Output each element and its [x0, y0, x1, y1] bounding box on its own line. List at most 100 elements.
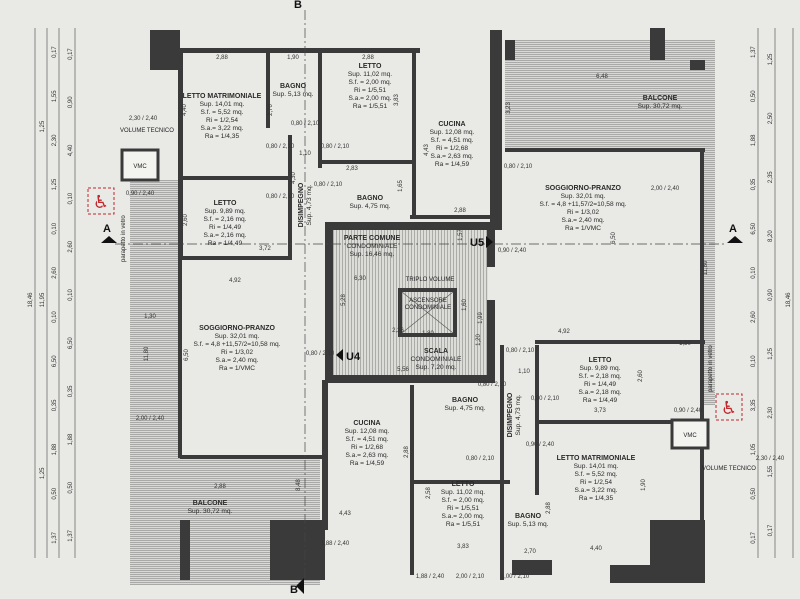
room-dimension: 1,10 — [518, 369, 530, 375]
wall — [180, 48, 420, 53]
room-dimension: 2,70 — [524, 549, 536, 555]
room-name: BAGNO — [515, 513, 542, 520]
room-name: DISIMPEGNO — [507, 392, 514, 437]
room-dimension: 2,58 — [426, 487, 432, 499]
dimension-chain-value: 1,88 — [68, 433, 74, 445]
room-attribute: Sup. 5,13 mq. — [272, 91, 313, 98]
wall — [178, 176, 290, 180]
room-dimension: 3,73 — [594, 408, 606, 414]
room-dimension: 1,60 — [462, 299, 468, 311]
wall — [318, 48, 322, 168]
dimension-chain-value: 1,25 — [768, 53, 774, 65]
section-marker-a-right: A — [729, 223, 737, 235]
room-dimension: 6,50 — [611, 232, 617, 244]
room-attribute: S.a.= 2,16 mq. — [203, 232, 246, 239]
total-dimension: 18,46 — [786, 292, 792, 308]
door-size-label: 1,88 / 2,40 — [321, 541, 350, 547]
room-attribute: S.f. = 5,52 mq. — [200, 109, 243, 116]
dimension-chain-value: 8,20 — [768, 230, 774, 242]
room-attribute: Sup. 9,89 mq. — [579, 365, 620, 372]
wall — [650, 520, 705, 565]
room-dimension: 2,70 — [268, 104, 274, 116]
door-size-label: 1,00 / 2,10 — [501, 574, 530, 580]
door-size-label: 2,00 / 2,40 — [651, 186, 680, 192]
dimension-chain-value: 1,88 — [52, 443, 58, 455]
room-attribute: Ra = 1/5,51 — [446, 521, 481, 528]
room-name: DISIMPEGNO — [298, 182, 305, 227]
entrance-u4: U4 — [346, 351, 361, 363]
room-attribute: S.a.= 2,00 mq. — [348, 95, 391, 102]
dimension-chain-value: 6,50 — [52, 355, 58, 367]
door-size-label: 0,80 / 2,10 — [466, 456, 495, 462]
room-attribute: Ri = 1/2,54 — [206, 117, 238, 124]
room-name: SCALA — [424, 348, 448, 355]
dimension-chain-value: 1,25 — [52, 178, 58, 190]
wall — [150, 30, 180, 70]
wall — [178, 48, 183, 260]
wall — [700, 405, 704, 565]
room-attribute: Ra = 1/4,35 — [205, 133, 240, 140]
room-name: BALCONE — [643, 95, 678, 102]
dimension-chain-value: 0,50 — [68, 481, 74, 493]
room-attribute: CONDOMINIALE — [347, 243, 399, 250]
room-attribute: Sup. 16,46 mq. — [350, 251, 395, 258]
wall — [535, 420, 705, 424]
room-dimension: 11,80 — [703, 260, 709, 275]
dimension-chain-value: 6,50 — [68, 337, 74, 349]
room-dimension: 6,50 — [184, 349, 190, 361]
room-dimension: 1,80 — [422, 331, 434, 337]
elevator-shaft — [398, 288, 457, 337]
room-attribute: Ra = 1/4,49 — [583, 397, 618, 404]
dimension-chain-value: 3,35 — [751, 399, 757, 411]
room-dimension: 1,57 — [458, 229, 464, 241]
door-size-label: 0,80 / 2,10 — [306, 351, 335, 357]
dimension-chain-value: 0,35 — [68, 385, 74, 397]
room-attribute: Sup. 11,02 mq. — [348, 71, 392, 78]
room-name: BALCONE — [193, 500, 228, 507]
section-marker-b-top: B — [294, 0, 302, 11]
dimension-chain-value: 0,35 — [52, 399, 58, 411]
wall — [650, 28, 665, 60]
door-size-label: 1,88 / 2,40 — [416, 574, 445, 580]
wall — [325, 222, 495, 230]
vmc-label-left: VMC — [133, 164, 147, 170]
room-dimension: 4,43 — [339, 511, 351, 517]
room-attribute: S.f. = 2,18 mq. — [578, 373, 621, 380]
room-dimension: 2,88 — [546, 502, 552, 514]
room-name: LETTO — [359, 63, 382, 70]
room-dimension: 4,92 — [229, 278, 241, 284]
dimension-chain-value: 2,30 — [52, 134, 58, 146]
room-dimension: 2,83 — [346, 166, 358, 172]
room-name: BAGNO — [452, 397, 479, 404]
room-dimension: 1,90 — [287, 55, 299, 61]
room-attribute: Ri = 1/2,68 — [436, 145, 468, 152]
room-dimension: 11,80 — [144, 346, 150, 361]
room-name: LETTO — [589, 357, 612, 364]
dimension-chain-value: 1,88 — [751, 134, 757, 146]
room-attribute: S.a.= 2,63 mq. — [345, 452, 388, 459]
room-attribute: S.f. = 4,8 +11,57/2=10,58 mq. — [540, 201, 627, 208]
room-attribute: Ra = 1/4,59 — [350, 460, 385, 467]
room-dimension: 4,40 — [182, 104, 188, 116]
room-dimension: 1,30 — [679, 341, 691, 347]
room-attribute: S.a.= 2,00 mq. — [441, 513, 484, 520]
parapet-label-right: parapetto in vetro — [708, 345, 714, 392]
dimension-chain-value: 0,10 — [52, 311, 58, 323]
vmc-box-right — [670, 418, 710, 450]
room-attribute: S.f. = 2,16 mq. — [203, 216, 246, 223]
door-size-label: 0,90 / 2,40 — [674, 408, 703, 414]
room-dimension: 1,99 — [478, 312, 484, 324]
dimension-chain-value: 1,37 — [751, 46, 757, 58]
balcony-left-strip — [130, 180, 180, 460]
door-size-label: 2,00 / 2,10 — [456, 574, 485, 580]
room-attribute: Sup. 12,08 mq. — [345, 428, 390, 435]
